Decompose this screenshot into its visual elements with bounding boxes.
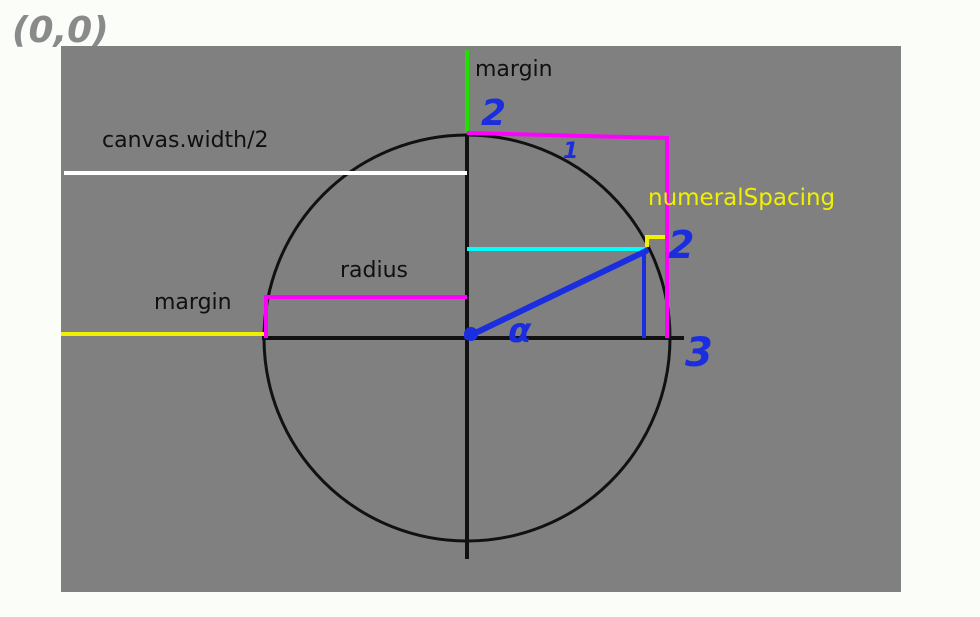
annot-two-top: 2 <box>481 93 506 134</box>
radius-label: radius <box>340 258 408 283</box>
numeral-spacing-label: numeralSpacing <box>648 185 835 211</box>
numeral-spacing-mark <box>645 235 665 247</box>
center-dot <box>464 327 478 341</box>
canvas-width-half-label: canvas.width/2 <box>102 128 269 153</box>
annot-two-right: 2 <box>668 223 694 267</box>
origin-label: (0,0) <box>12 10 109 51</box>
top-right-bracket <box>466 131 669 338</box>
margin-left-label: margin <box>154 290 232 315</box>
annot-one: 1 <box>563 139 578 164</box>
annot-alpha: α <box>508 311 532 351</box>
canvas-area <box>61 46 901 592</box>
margin-top-label: margin <box>475 57 553 82</box>
annot-three: 3 <box>685 330 713 376</box>
angle-line <box>464 248 649 340</box>
radius-bracket <box>264 295 467 338</box>
